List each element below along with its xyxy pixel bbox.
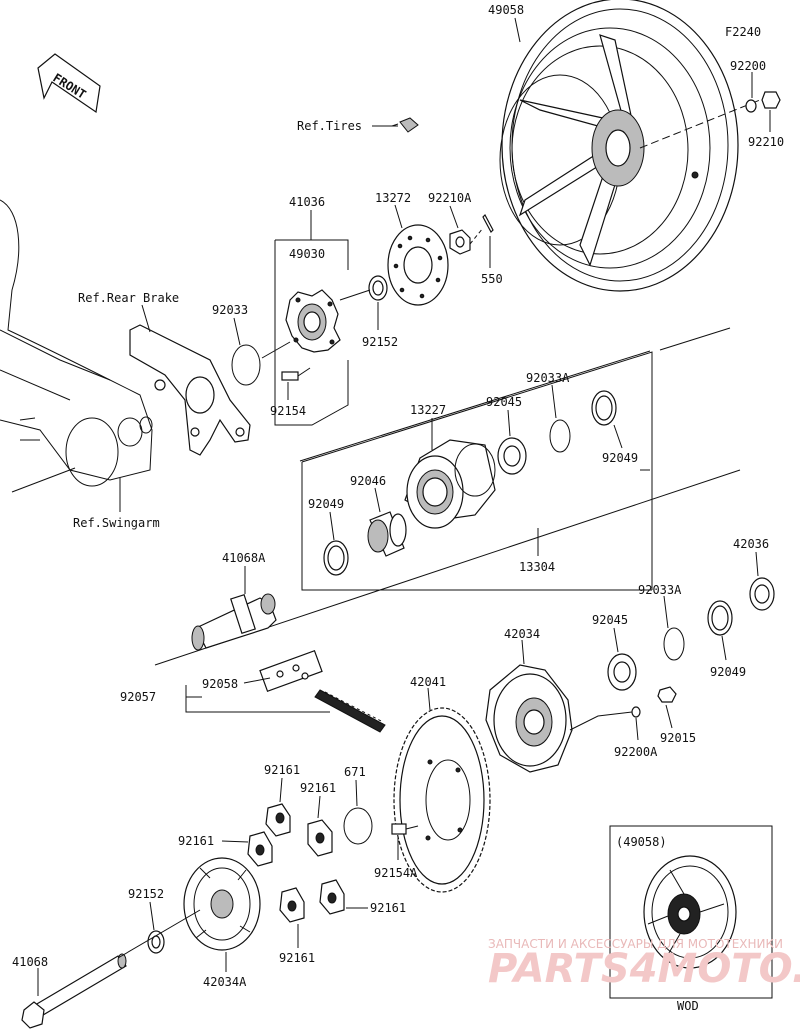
drive-chain-92057[interactable] <box>314 689 386 733</box>
part-92057-label: 92057 <box>120 690 156 704</box>
part-92049-mid-label: 92049 <box>308 497 344 511</box>
damper-92161-b[interactable] <box>307 819 333 857</box>
part-42036-label: 42036 <box>733 537 769 551</box>
part-42041-label: 42041 <box>410 675 446 689</box>
part-92033A-low-label: 92033A <box>638 583 682 597</box>
part-92049-low-label: 92049 <box>710 665 746 679</box>
washer-92200A[interactable] <box>631 706 641 718</box>
sprocket-42041[interactable] <box>393 707 491 893</box>
part-92033A-top-label: 92033A <box>526 371 570 385</box>
ref-rear-brake-label: Ref.Rear Brake <box>78 291 179 305</box>
part-92161-d-label: 92161 <box>370 901 406 915</box>
part-92045-low-label: 92045 <box>592 613 628 627</box>
part-92152-low-label: 92152 <box>128 887 164 901</box>
shaft-41068A[interactable] <box>191 593 277 651</box>
part-49030-label: 49030 <box>289 247 325 261</box>
inset-wod-box: (49058) WOD <box>609 825 773 1013</box>
damper-92161-d[interactable] <box>319 879 345 915</box>
tire-valve[interactable] <box>391 117 419 133</box>
part-42034A-label: 42034A <box>203 975 247 989</box>
washer-92200[interactable] <box>745 99 757 113</box>
part-92210-label: 92210 <box>748 135 784 149</box>
collar-42036[interactable] <box>749 577 775 611</box>
part-41068-label: 41068 <box>12 955 48 969</box>
nut-92210[interactable] <box>761 91 781 109</box>
front-direction-arrow: FRONT <box>37 53 101 114</box>
rear-brake-bracket[interactable] <box>129 324 251 456</box>
bolt-92154A[interactable] <box>391 823 419 835</box>
bearing-92045-top[interactable] <box>497 437 527 475</box>
inset-title: (49058) <box>616 835 667 849</box>
part-92161-e-label: 92161 <box>279 951 315 965</box>
axle-41068[interactable] <box>21 953 127 1029</box>
nut-92210A[interactable] <box>449 229 471 255</box>
part-13272-label: 13272 <box>375 191 411 205</box>
part-671-label: 671 <box>344 765 366 779</box>
part-42034-label: 42034 <box>504 627 540 641</box>
part-92045-top-label: 92045 <box>486 395 522 409</box>
circlip-92033A-low[interactable] <box>663 627 685 661</box>
part-92154A-label: 92154A <box>374 866 418 880</box>
part-92152-top-label: 92152 <box>362 335 398 349</box>
rear-wheel-49058[interactable] <box>499 0 739 292</box>
collar-92152-top[interactable] <box>368 275 388 301</box>
catalog-code: F2240 <box>725 25 761 39</box>
plate-13272[interactable] <box>387 224 449 306</box>
part-92058-label: 92058 <box>202 677 238 691</box>
seal-92049-top[interactable] <box>591 390 617 426</box>
bearing-92046[interactable] <box>367 511 407 557</box>
part-92200-label: 92200 <box>730 59 766 73</box>
o-ring-671[interactable] <box>343 807 373 845</box>
nut-92015[interactable] <box>657 686 677 703</box>
circlip-92033A-top[interactable] <box>549 419 571 453</box>
bolt-92154[interactable] <box>281 367 311 381</box>
damper-92161-c[interactable] <box>247 831 273 867</box>
part-41068A-label: 41068A <box>222 551 266 565</box>
hub-13227[interactable] <box>404 439 496 529</box>
damper-92161-e[interactable] <box>279 887 305 923</box>
collar-92152-low[interactable] <box>147 930 165 954</box>
part-49058-label: 49058 <box>488 3 524 17</box>
part-92033-label: 92033 <box>212 303 248 317</box>
part-92161-c-label: 92161 <box>178 834 214 848</box>
part-92046-label: 92046 <box>350 474 386 488</box>
part-92161-a-label: 92161 <box>264 763 300 777</box>
part-92161-b-label: 92161 <box>300 781 336 795</box>
swingarm-outline[interactable] <box>0 199 153 487</box>
seal-92049-low[interactable] <box>707 600 733 636</box>
part-92015-label: 92015 <box>660 731 696 745</box>
coupling-flange-49030[interactable] <box>285 289 341 353</box>
chain-link-kit-92058[interactable] <box>259 649 323 693</box>
inset-caption: WOD <box>677 999 699 1013</box>
part-41036-label: 41036 <box>289 195 325 209</box>
cotter-pin-550[interactable] <box>482 214 494 233</box>
sprocket-carrier-42034[interactable] <box>485 664 573 773</box>
damper-92161-a[interactable] <box>265 803 291 837</box>
part-92049-top-label: 92049 <box>602 451 638 465</box>
part-550-label: 550 <box>481 272 503 286</box>
circlip-92033[interactable] <box>231 344 261 386</box>
part-92210A-label: 92210A <box>428 191 472 205</box>
watermark-line2: PARTS4MOTO.RU <box>488 946 800 992</box>
watermark-line1: ЗАПЧАСТИ И АКСЕССУАРЫ ДЛЯ МОТОТЕХНИКИ <box>488 937 783 951</box>
seal-92049-mid[interactable] <box>323 540 349 576</box>
part-13304-label: 13304 <box>519 560 555 574</box>
part-13227-label: 13227 <box>410 403 446 417</box>
ref-swingarm-label: Ref.Swingarm <box>73 516 160 530</box>
ref-tires-label: Ref.Tires <box>297 119 362 133</box>
coupling-42034A[interactable] <box>183 857 261 951</box>
part-92154-label: 92154 <box>270 404 306 418</box>
bearing-92045-low[interactable] <box>607 653 637 691</box>
part-92200A-label: 92200A <box>614 745 658 759</box>
